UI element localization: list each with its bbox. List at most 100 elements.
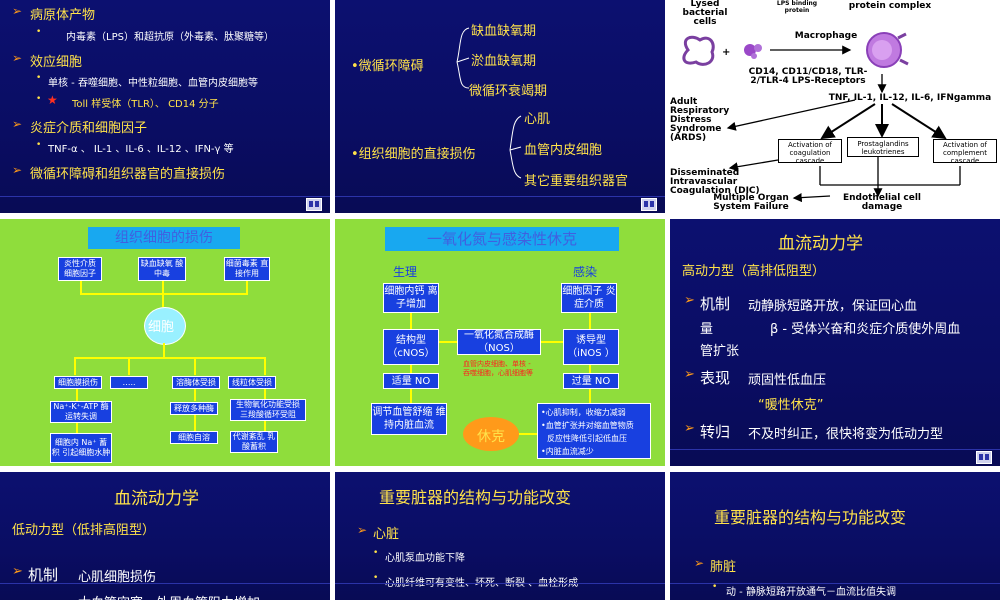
result-box: 调节血管舒缩 维持内脏血流 — [371, 403, 447, 435]
slide-subtitle: 低动力型（低排高阻型） — [12, 523, 156, 538]
arrow-bullet-icon: ➢ — [12, 564, 23, 579]
slide-cell-injury[interactable]: 组织细胞的损伤 炎性介质 细胞因子 缺血缺氧 酸中毒 细菌毒素 直接作用 细胞 … — [0, 219, 330, 466]
logo-icon — [641, 198, 657, 211]
outcome-box: 细胞内 Na⁺ 蓄积 引起细胞水肿 — [50, 433, 112, 463]
arrow-bullet-icon: ➢ — [357, 523, 368, 537]
arrow-bullet-icon: ➢ — [12, 51, 23, 65]
bullet-text: β - 受体兴奋和炎症介质使外周血 — [770, 322, 961, 337]
bullet-text: 内毒素（LPS）和超抗原（外毒素、肽聚糖等） — [66, 32, 274, 43]
effects-box: •心肌抑制，收缩力减弱 •血管扩张并对缩血管物质 反应性降低引起低血压 •内脏血… — [537, 403, 651, 459]
diagram-label: Adult Respiratory Distress Syndrome (ARD… — [670, 97, 730, 143]
slide-title: 一氧化氮与感染性休克 — [385, 227, 619, 251]
outcome-box: 细胞自溶 — [170, 431, 218, 444]
bullet-text: 心肌泵血功能下降 — [385, 553, 465, 564]
dot-bullet-icon: • — [36, 73, 42, 83]
bullet-key: 机制 — [700, 295, 731, 313]
arrow-bullet-icon: ➢ — [12, 4, 23, 18]
logo-icon — [306, 198, 322, 211]
bullet-key: 机制 — [28, 566, 59, 584]
shock-label: 休克 — [477, 429, 505, 445]
highlight-text: “暖性休克” — [758, 398, 824, 413]
injury-box: 细胞膜损伤 — [54, 376, 102, 389]
dot-bullet-icon: • — [373, 573, 379, 583]
slide-title: 血流动力学 — [114, 489, 199, 509]
slide-heart[interactable]: 重要脏器的结构与功能改变 ➢ 心脏 • 心肌泵血功能下降 • 心肌纤维可有变性、… — [335, 472, 665, 600]
slide-lps-diagram[interactable]: + Lysed bacterial cells LPS binding prot… — [670, 0, 1000, 213]
cause-box: 细胞因子 炎症介质 — [561, 283, 617, 313]
slide-title: 重要脏器的结构与功能改变 — [714, 508, 907, 527]
bullet-key: 转归 — [700, 423, 731, 441]
cause-box: 细胞内钙 离子增加 — [383, 283, 439, 313]
bullet-text: 心肌纤维可有变性、坏死、断裂 、血栓形成 — [385, 578, 579, 589]
effect-line: •心肌抑制，收缩力减弱 — [541, 408, 626, 417]
label: •微循环障碍 — [351, 59, 424, 74]
bullet-heading: 心脏 — [373, 527, 400, 542]
bullet-text: 动静脉短路开放，保证回心血 — [748, 299, 918, 314]
slide-pathogen-products[interactable]: ➢ 病原体产物 • 内毒素（LPS）和超抗原（外毒素、肽聚糖等） ➢ 效应细胞 … — [0, 0, 330, 213]
diagram-label: LPS binding protein — [776, 0, 818, 14]
slide-lung[interactable]: 重要脏器的结构与功能改变 ➢ 肺脏 • 动 - 静脉短路开放通气－血流比值失调 — [670, 472, 1000, 600]
bullet-text: TNF-α 、 IL-1 、IL-6 、IL-12 、IFN-γ 等 — [48, 144, 234, 155]
injury-box: ….. — [110, 376, 148, 389]
bullet-key: 表现 — [700, 369, 731, 387]
nos-box: 结构型 （cNOS） — [383, 329, 439, 365]
dot-bullet-icon: • — [36, 94, 42, 104]
bullet-text: Toll 样受体（TLR）、 CD14 分子 — [72, 99, 219, 110]
bullet-text: 大血管空塞，外周血管阻力增加 — [78, 592, 260, 600]
slide-nitric-oxide[interactable]: 一氧化氮与感染性休克 生理 感染 细胞内钙 离子增加 细胞因子 炎症介质 结构型… — [335, 219, 665, 466]
diagram-label: CD14, CD11/CD18, TLR-2/TLR-4 LPS-Recepto… — [748, 67, 868, 86]
arrow-bullet-icon: ➢ — [684, 421, 695, 436]
diagram-shapes: + — [682, 32, 961, 203]
cell-label: 细胞 — [148, 320, 175, 335]
diagram-box: Prostaglandins leukotrienes — [847, 137, 919, 157]
slide-title: 重要脏器的结构与功能改变 — [379, 488, 572, 507]
bullet-text: 量 — [700, 322, 714, 337]
dot-bullet-icon: • — [373, 548, 379, 558]
no-level-box: 过量 NO — [563, 373, 619, 389]
logo-icon — [976, 451, 992, 464]
diagram-label: Lysed bacterial cells — [682, 0, 728, 27]
slide-subtitle: 高动力型（高排低阻型） — [682, 264, 826, 279]
slide-hypodynamic[interactable]: 血流动力学 低动力型（低排高阻型） ➢ 机制 心肌细胞损伤 大血管空塞，外周血管… — [0, 472, 330, 600]
diagram-label: Multiple Organ System Failure — [713, 193, 789, 212]
star-icon: ★ — [47, 93, 58, 107]
slide-microcirculation[interactable]: •微循环障碍 缺血缺氧期 淤血缺氧期 微循环衰竭期 •组织细胞的直接损伤 心肌 … — [335, 0, 665, 213]
effect-line: •内脏血流减少 — [541, 447, 594, 456]
effect-line: •血管扩张并对缩血管物质 — [541, 421, 634, 430]
bullet-text: 单核 - 吞噬细胞、中性粒细胞、血管内皮细胞等 — [48, 78, 258, 89]
injury-box: 溶酶体受损 — [172, 376, 220, 389]
diagram-label: Endothelial cell damage — [842, 193, 922, 212]
bullet-heading: 微循环障碍和组织器官的直接损伤 — [30, 167, 226, 182]
target-label: 心肌 — [524, 112, 551, 127]
factor-box: 炎性介质 细胞因子 — [58, 257, 102, 281]
slide-title: 血流动力学 — [778, 234, 863, 254]
bullet-text: 顽固性低血压 — [748, 373, 827, 388]
dot-bullet-icon: • — [712, 582, 718, 592]
no-level-box: 适量 NO — [383, 373, 439, 389]
bullet-text: 心肌细胞损伤 — [78, 570, 157, 585]
shock-ellipse — [463, 417, 519, 451]
bullet-heading: 肺脏 — [710, 560, 737, 575]
bullet-text: 管扩张 — [700, 344, 740, 359]
target-label: 其它重要组织器官 — [524, 174, 629, 189]
nos-box: 诱导型 （iNOS ） — [563, 329, 619, 365]
bracket-lines — [456, 27, 522, 179]
slide-title: 组织细胞的损伤 — [88, 227, 240, 249]
bullet-heading: 炎症介质和细胞因子 — [30, 121, 148, 136]
diagram-label: Disseminated Intravascular Coagulation (… — [670, 168, 760, 196]
diagram-label: Macrophage — [794, 31, 858, 41]
arrow-bullet-icon: ➢ — [694, 556, 705, 570]
arrow-bullet-icon: ➢ — [12, 117, 23, 131]
bullet-text: 不及时纠正，很快将变为低动力型 — [748, 427, 944, 442]
arrow-bullet-icon: ➢ — [684, 293, 695, 308]
slide-hyperdynamic[interactable]: 血流动力学 高动力型（高排低阻型） ➢ 机制 动静脉短路开放，保证回心血 量 β… — [670, 219, 1000, 466]
arrow-bullet-icon: ➢ — [684, 367, 695, 382]
target-label: 血管内皮细胞 — [524, 143, 603, 158]
effect-box: 释放多种酶 — [170, 402, 218, 415]
note-text: 血管内皮细胞、单核 - 吞噬细胞，心肌细胞等 — [463, 360, 533, 377]
dot-bullet-icon: • — [36, 27, 42, 37]
diagram-box: Activation of coagulation cascade — [778, 139, 842, 165]
bullet-heading: 效应细胞 — [30, 55, 83, 70]
column-heading: 感染 — [573, 265, 598, 279]
bullet-text: 动 - 静脉短路开放通气－血流比值失调 — [726, 587, 896, 598]
